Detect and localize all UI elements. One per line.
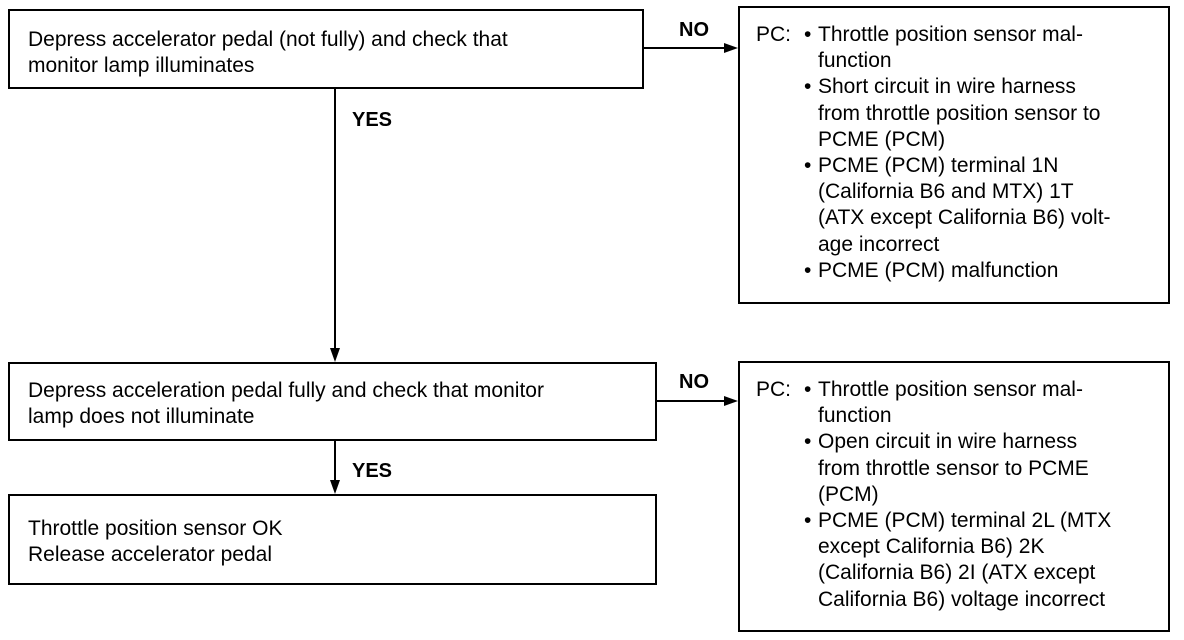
pc-2-item-2-line-2: from throttle sensor to PCME bbox=[818, 456, 1089, 480]
step-2-yes-label: YES bbox=[352, 460, 393, 482]
pc-1-list: • Throttle position sensor mal- function… bbox=[804, 22, 1111, 284]
pc-2-item-3-line-3: (California B6) 2I (ATX except bbox=[818, 561, 1096, 585]
step-2-no-label: NO bbox=[679, 371, 709, 393]
pc-box-1: PC: • Throttle position sensor mal- func… bbox=[738, 6, 1170, 304]
step-1-box: Depress accelerator pedal (not fully) an… bbox=[8, 9, 644, 89]
pc-2-item-2-line-3: (PCM) bbox=[818, 482, 879, 506]
pc-2-prefix: PC: bbox=[756, 378, 792, 401]
pc-box-2: PC: • Throttle position sensor mal- func… bbox=[738, 361, 1170, 632]
pc-1-item-3-line-1: PCME (PCM) terminal 1N bbox=[818, 154, 1059, 178]
pc-1-item-2-line-3: PCME (PCM) bbox=[818, 127, 946, 151]
pc-2-list: • Throttle position sensor mal- function… bbox=[804, 377, 1111, 613]
step-1-line-1: Depress accelerator pedal (not fully) an… bbox=[28, 28, 508, 51]
result-line-2: Release accelerator pedal bbox=[28, 543, 272, 566]
bullet-icon: • bbox=[804, 258, 812, 282]
pc-2-item: • Open circuit in wire harness from thro… bbox=[804, 429, 1111, 508]
pc-2-item-1-line-2: function bbox=[818, 404, 892, 428]
bullet-icon: • bbox=[804, 509, 812, 533]
pc-1-item-3-line-2: (California B6 and MTX) 1T bbox=[818, 180, 1074, 204]
pc-1-item: • Short circuit in wire harness from thr… bbox=[804, 74, 1111, 153]
pc-1-item-3-line-4: age incorrect bbox=[818, 232, 940, 256]
pc-1-item-2-line-2: from throttle position sensor to bbox=[818, 101, 1101, 125]
step-1-line-2: monitor lamp illuminates bbox=[28, 54, 255, 77]
step-1-yes-label: YES bbox=[352, 109, 393, 131]
pc-1-item: • PCME (PCM) malfunction bbox=[804, 258, 1111, 284]
bullet-icon: • bbox=[804, 378, 812, 401]
no-arrowhead-1 bbox=[724, 43, 738, 53]
pc-1-item-1-line-1: Throttle position sensor mal- bbox=[818, 23, 1083, 46]
pc-1-prefix: PC: bbox=[756, 23, 792, 46]
bullet-icon: • bbox=[804, 430, 812, 454]
step-1-no-label: NO bbox=[679, 19, 709, 41]
yes-arrowhead-1 bbox=[330, 348, 340, 362]
result-box: Throttle position sensor OK Release acce… bbox=[8, 494, 657, 585]
step-2-line-1: Depress acceleration pedal fully and che… bbox=[28, 379, 544, 402]
bullet-icon: • bbox=[804, 23, 812, 46]
pc-1-item-4-line-1: PCME (PCM) malfunction bbox=[818, 258, 1059, 282]
pc-1-item-3-line-3: (ATX except California B6) volt- bbox=[818, 206, 1111, 230]
pc-1-item-1-line-2: function bbox=[818, 49, 892, 73]
bullet-icon: • bbox=[804, 154, 812, 178]
pc-1-item: • PCME (PCM) terminal 1N (California B6 … bbox=[804, 153, 1111, 258]
pc-2-item: • Throttle position sensor mal- function bbox=[804, 377, 1111, 429]
pc-2-item-3-line-4: California B6) voltage incorrect bbox=[818, 587, 1106, 611]
pc-2-item: • PCME (PCM) terminal 2L (MTX except Cal… bbox=[804, 508, 1111, 613]
result-line-1: Throttle position sensor OK bbox=[28, 517, 283, 540]
no-arrowhead-2 bbox=[724, 396, 738, 406]
step-2-line-2: lamp does not illuminate bbox=[28, 405, 255, 428]
bullet-icon: • bbox=[804, 75, 812, 99]
pc-2-item-3-line-2: except California B6) 2K bbox=[818, 535, 1045, 559]
yes-arrowhead-2 bbox=[330, 480, 340, 494]
pc-1-item: • Throttle position sensor mal- function bbox=[804, 22, 1111, 74]
pc-2-item-1-line-1: Throttle position sensor mal- bbox=[818, 378, 1083, 401]
pc-1-item-2-line-1: Short circuit in wire harness bbox=[818, 75, 1076, 99]
step-2-box: Depress acceleration pedal fully and che… bbox=[8, 362, 657, 441]
pc-2-item-2-line-1: Open circuit in wire harness bbox=[818, 430, 1078, 454]
pc-2-item-3-line-1: PCME (PCM) terminal 2L (MTX bbox=[818, 509, 1112, 533]
